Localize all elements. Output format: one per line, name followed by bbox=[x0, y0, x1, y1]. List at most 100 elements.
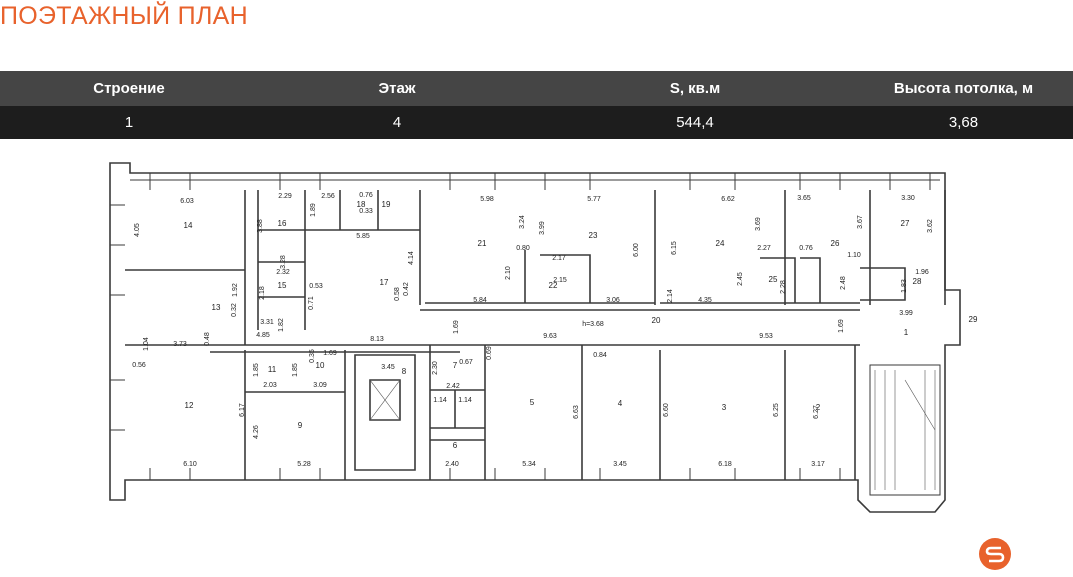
room-number: 18 bbox=[357, 200, 366, 209]
dimension-label: 1.69 bbox=[453, 320, 460, 334]
room-number: 13 bbox=[212, 303, 221, 312]
dimension-label: 5.77 bbox=[587, 196, 601, 203]
dimension-label: 2.45 bbox=[737, 272, 744, 286]
room-number: 2 bbox=[816, 403, 821, 412]
value-floor: 4 bbox=[392, 114, 402, 131]
dimension-label: 6.63 bbox=[573, 405, 580, 419]
room-number: 24 bbox=[716, 239, 725, 248]
table-value-row: 1 4 544,4 3,68 bbox=[0, 106, 1073, 139]
dimension-label: 3.99 bbox=[899, 310, 913, 317]
dimension-label: 1.92 bbox=[232, 283, 239, 297]
room-number: 25 bbox=[769, 275, 778, 284]
page-title: ПОЭТАЖНЫЙ ПЛАН bbox=[0, 2, 248, 30]
dimension-label: 3.67 bbox=[857, 215, 864, 229]
room-number: 26 bbox=[831, 239, 840, 248]
dimension-label: 2.17 bbox=[552, 255, 566, 262]
dimension-label: 3.88 bbox=[257, 219, 264, 233]
value-area: 544,4 bbox=[676, 114, 714, 131]
dimension-label: 1.69 bbox=[838, 319, 845, 333]
dimension-label: 0.58 bbox=[394, 287, 401, 301]
dimension-label: 5.84 bbox=[473, 297, 487, 304]
dimension-label: 0.84 bbox=[593, 352, 607, 359]
dimension-label: 4.85 bbox=[256, 332, 270, 339]
dimension-label: 1.85 bbox=[292, 363, 299, 377]
dimension-label: 5.98 bbox=[480, 196, 494, 203]
dimension-label: 6.17 bbox=[239, 403, 246, 417]
room-number: 14 bbox=[184, 221, 193, 230]
dimension-label: 6.15 bbox=[671, 241, 678, 255]
dimension-label: 6.62 bbox=[721, 196, 735, 203]
dimension-label: 2.29 bbox=[278, 193, 292, 200]
dimension-label: 0.76 bbox=[799, 245, 813, 252]
room-number: 17 bbox=[380, 278, 389, 287]
dimension-label: 2.40 bbox=[445, 461, 459, 468]
dimension-label: 0.53 bbox=[309, 283, 323, 290]
header-area: S, кв.м bbox=[669, 80, 721, 97]
dimension-label: 3.09 bbox=[313, 382, 327, 389]
dimension-label: 2.15 bbox=[553, 277, 567, 284]
dimension-label: 2.03 bbox=[263, 382, 277, 389]
table-header-row: Строение Этаж S, кв.м Высота потолка, м bbox=[0, 71, 1073, 106]
header-building: Строение bbox=[93, 80, 165, 97]
dimension-label: 6.03 bbox=[180, 198, 194, 205]
dimension-label: 3.31 bbox=[260, 319, 274, 326]
dimension-label: 2.32 bbox=[276, 269, 290, 276]
plan-stair-lines bbox=[369, 370, 936, 490]
dimension-label: 0.33 bbox=[359, 208, 373, 215]
dimension-label: 0.42 bbox=[403, 282, 410, 296]
dimension-label: 0.76 bbox=[359, 192, 373, 199]
plan-windows bbox=[110, 173, 931, 480]
room-number: 19 bbox=[382, 200, 391, 209]
dimension-label: 1.10 bbox=[847, 252, 861, 259]
room-number: 6 bbox=[453, 441, 458, 450]
dimension-label: 6.10 bbox=[183, 461, 197, 468]
room-number: 22 bbox=[549, 281, 558, 290]
room-number: 4 bbox=[618, 399, 623, 408]
dimension-label: 1.85 bbox=[253, 363, 260, 377]
dimension-label: 1.04 bbox=[143, 337, 150, 351]
dimension-label: 2.14 bbox=[667, 289, 674, 303]
room-number: 28 bbox=[913, 277, 922, 286]
dimension-label: 2.30 bbox=[432, 361, 439, 375]
dimension-label: 3.62 bbox=[927, 219, 934, 233]
dimension-label: 1.89 bbox=[310, 203, 317, 217]
dimension-label: 6.60 bbox=[663, 403, 670, 417]
dimension-label: 0.56 bbox=[132, 362, 146, 369]
dimension-label: 3.45 bbox=[613, 461, 627, 468]
dimension-label: 3.17 bbox=[811, 461, 825, 468]
dimension-label: 4.35 bbox=[698, 297, 712, 304]
room-number: 29 bbox=[969, 315, 978, 324]
dimension-label: 1.82 bbox=[278, 318, 285, 332]
dimension-label: 0.32 bbox=[231, 303, 238, 317]
room-number: 10 bbox=[316, 361, 325, 370]
dimension-label: 2.27 bbox=[757, 245, 771, 252]
dimension-label: 6.00 bbox=[633, 243, 640, 257]
dimension-label: 4.05 bbox=[134, 223, 141, 237]
room-number: 21 bbox=[478, 239, 487, 248]
room-number: 11 bbox=[268, 365, 277, 374]
dimension-label: h=3.68 bbox=[582, 321, 604, 328]
room-number: 15 bbox=[278, 281, 287, 290]
dimension-label: 5.85 bbox=[356, 233, 370, 240]
dimension-label: 3.99 bbox=[539, 221, 546, 235]
room-number: 5 bbox=[530, 398, 535, 407]
room-number: 7 bbox=[453, 361, 458, 370]
header-ceiling-height: Высота потолка, м bbox=[893, 80, 1034, 97]
dimension-label: 3.28 bbox=[280, 255, 287, 269]
dimension-label: 1.83 bbox=[901, 279, 908, 293]
dimension-label: 0.71 bbox=[308, 296, 315, 310]
dimension-label: 3.45 bbox=[381, 364, 395, 371]
dimension-label: 0.80 bbox=[516, 245, 530, 252]
dimension-label: 6.18 bbox=[718, 461, 732, 468]
company-logo-icon bbox=[979, 538, 1011, 570]
dimension-label: 2.28 bbox=[780, 280, 787, 294]
dimension-label: 3.69 bbox=[755, 217, 762, 231]
dimension-label: 1.69 bbox=[323, 350, 337, 357]
room-number: 8 bbox=[402, 367, 407, 376]
room-number: 3 bbox=[722, 403, 727, 412]
dimension-label: 1.14 bbox=[433, 397, 447, 404]
dimension-label: 2.56 bbox=[321, 193, 335, 200]
dimension-label: 0.35 bbox=[309, 349, 316, 363]
room-number: 27 bbox=[901, 219, 910, 228]
